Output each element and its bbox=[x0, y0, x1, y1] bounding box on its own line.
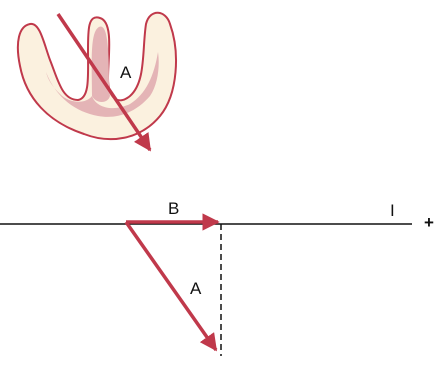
resultant-vector-label: A bbox=[190, 279, 202, 298]
projection-vector-label: B bbox=[168, 199, 179, 218]
heart-cross-section-icon bbox=[18, 13, 176, 139]
heart-vector-label: A bbox=[120, 63, 132, 82]
lead-label: I bbox=[390, 201, 395, 220]
polarity-label: + bbox=[424, 213, 434, 232]
resultant-vector-a-arrow bbox=[126, 222, 216, 350]
